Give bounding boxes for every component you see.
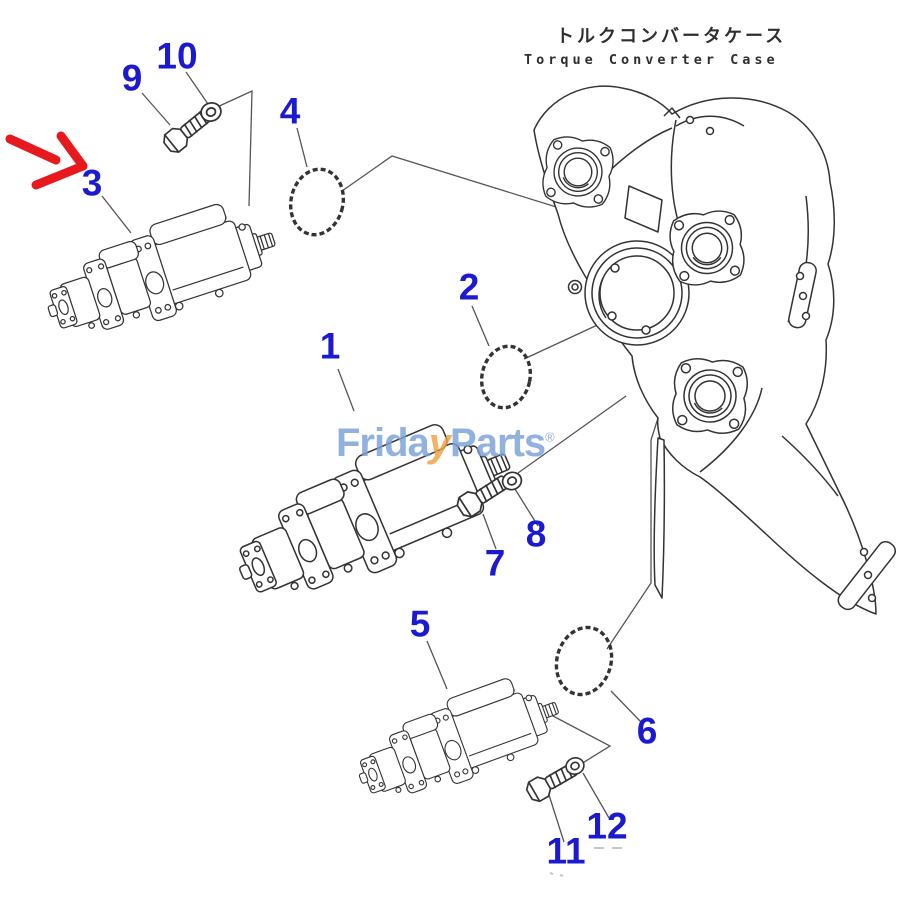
callout-11: 11	[546, 830, 586, 872]
callout-2: 2	[458, 266, 480, 308]
title-japanese: トルクコンバータケース	[556, 26, 787, 47]
id-plate	[624, 185, 663, 233]
red-arrow	[5, 131, 88, 190]
callout-7: 7	[484, 542, 506, 584]
bolt-strip-lower	[837, 540, 897, 611]
callout-9: 9	[121, 57, 143, 99]
bolt-strip-upper	[788, 261, 817, 329]
callout-6: 6	[636, 710, 658, 752]
leader-lines	[101, 71, 702, 843]
case-flange-top	[539, 133, 617, 211]
callout-3: 3	[81, 162, 103, 204]
pump-1	[216, 402, 529, 623]
pump-3	[33, 190, 288, 353]
case-flange-middle	[667, 208, 747, 288]
callout-1: 1	[319, 325, 341, 367]
callout-5: 5	[409, 603, 431, 645]
case-flange-bottom	[670, 356, 750, 436]
callout-4: 4	[279, 90, 301, 132]
torque-converter-case	[533, 85, 897, 615]
callout-8: 8	[525, 513, 547, 555]
title-english: Torque Converter Case	[524, 52, 779, 68]
o-ring-2	[479, 344, 533, 410]
o-rings	[288, 167, 614, 697]
callout-12: 12	[586, 805, 628, 847]
o-ring-4	[288, 167, 346, 237]
o-ring-6	[554, 625, 614, 697]
central-bore	[584, 240, 690, 346]
callout-10: 10	[156, 35, 198, 77]
scan-marks	[549, 847, 622, 877]
